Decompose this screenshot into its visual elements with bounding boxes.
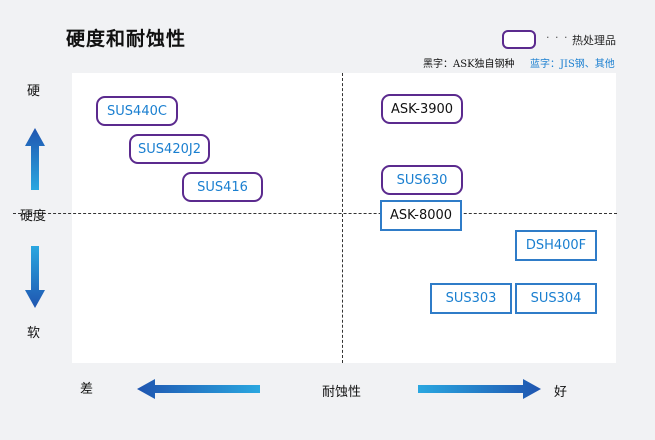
y-axis-label-hardness: 硬度 bbox=[20, 209, 47, 224]
horizontal-divider bbox=[13, 213, 617, 214]
legend-blue-text-note: 蓝字：JIS钢、其他 bbox=[530, 59, 615, 70]
arrow-down-icon bbox=[25, 246, 45, 308]
legend-heat-treated-swatch bbox=[502, 30, 536, 49]
y-axis-label-soft: 软 bbox=[27, 326, 41, 341]
node-ask-8000: ASK-8000 bbox=[380, 200, 462, 231]
page-title: 硬度和耐蚀性 bbox=[66, 28, 187, 50]
node-ask-3900: ASK-3900 bbox=[381, 94, 463, 124]
node-sus440c: SUS440C bbox=[96, 96, 178, 126]
x-axis-label-good: 好 bbox=[554, 385, 568, 400]
node-sus420j2: SUS420J2 bbox=[129, 134, 210, 164]
y-axis-label-hard: 硬 bbox=[27, 84, 41, 99]
x-axis-label-corrosion-resistance: 耐蚀性 bbox=[322, 385, 362, 400]
node-sus630: SUS630 bbox=[381, 165, 463, 195]
node-sus416: SUS416 bbox=[182, 172, 263, 202]
node-sus303: SUS303 bbox=[430, 283, 512, 314]
x-axis-label-poor: 差 bbox=[80, 382, 94, 397]
node-sus304: SUS304 bbox=[515, 283, 597, 314]
arrow-right-icon bbox=[418, 379, 541, 399]
vertical-divider bbox=[342, 73, 343, 363]
arrow-up-icon bbox=[25, 128, 45, 190]
arrow-left-icon bbox=[137, 379, 260, 399]
legend-dots: · · · bbox=[546, 31, 569, 44]
node-dsh400f: DSH400F bbox=[515, 230, 597, 261]
legend-heat-treated-label: 热处理品 bbox=[572, 34, 616, 47]
legend-black-text-note: 黑字：ASK独自钢种 bbox=[423, 59, 515, 70]
